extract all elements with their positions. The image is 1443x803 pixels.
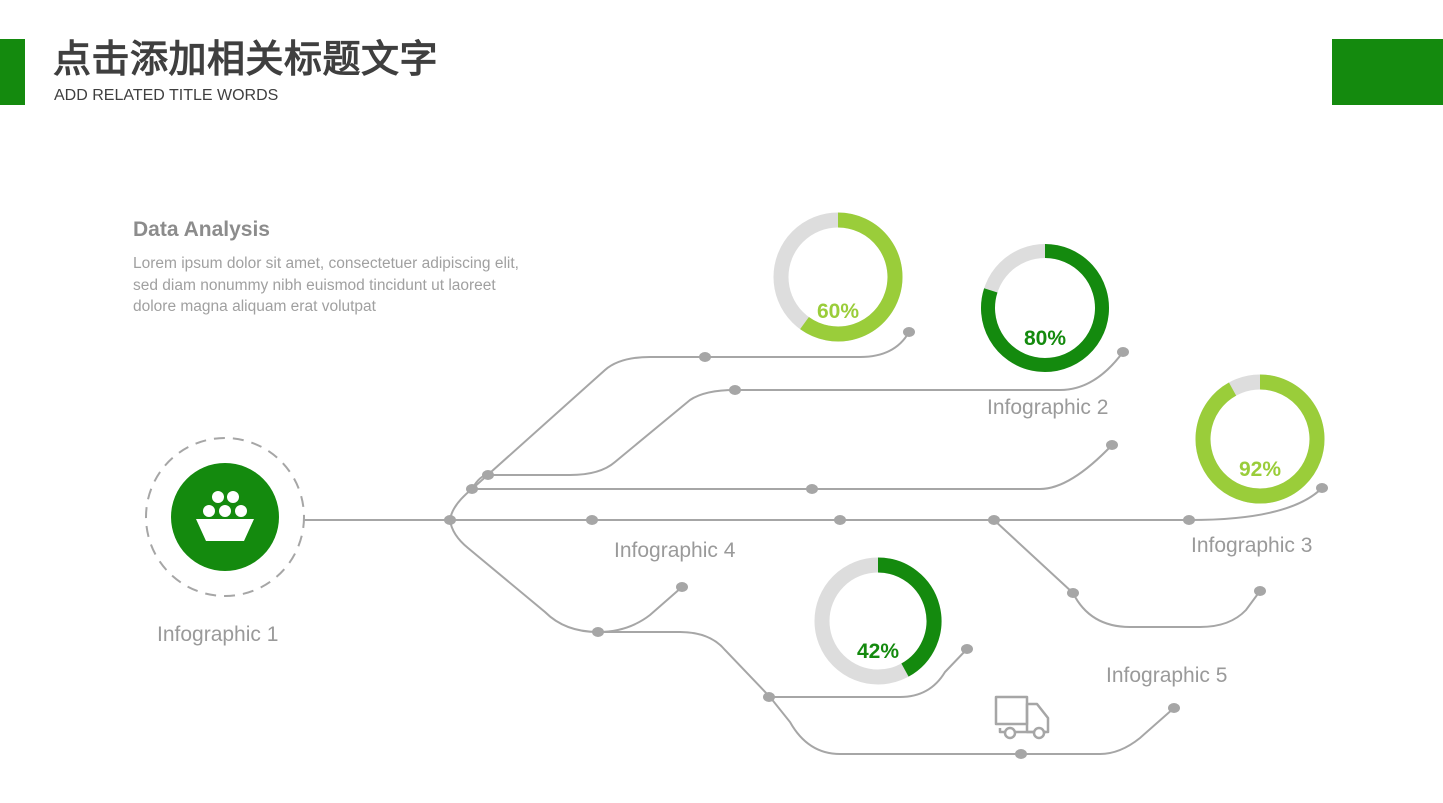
node-dot [1316, 483, 1328, 493]
ring-arc [981, 244, 1109, 372]
node-dot [586, 515, 598, 525]
data-analysis-heading: Data Analysis [133, 218, 270, 241]
infographic-5-label: Infographic 5 [1106, 664, 1228, 687]
ring-92-value: 92% [1239, 458, 1281, 481]
node-dot [699, 352, 711, 362]
ring-arc [877, 557, 942, 677]
node-dot [729, 385, 741, 395]
node-dot [806, 484, 818, 494]
node-dot [903, 327, 915, 337]
ring-60: 60% [773, 212, 903, 342]
node-dot [466, 484, 478, 494]
accent-bar-right [1332, 39, 1443, 105]
infographic-1-label: Infographic 1 [157, 623, 279, 646]
ring-42: 42% [814, 557, 942, 685]
page-subtitle: ADD RELATED TITLE WORDS [54, 87, 279, 104]
line-branch-ring42 [769, 648, 968, 698]
node-dot [1254, 586, 1266, 596]
page-title: 点击添加相关标题文字 [53, 37, 439, 81]
infographic-4-label: Infographic 4 [614, 539, 736, 562]
data-analysis-body: Lorem ipsum dolor sit amet, consectetuer… [133, 255, 519, 315]
line-branch-bottom [597, 631, 1175, 755]
node-dots [444, 327, 1328, 759]
node-dot [676, 582, 688, 592]
infographic-2-label: Infographic 2 [987, 396, 1109, 419]
node-dot [444, 515, 456, 525]
line-branch-low [449, 519, 683, 634]
ring-92: 92% [1195, 374, 1325, 504]
node-dot [482, 470, 494, 480]
infographic-3-label: Infographic 3 [1191, 534, 1313, 557]
node-dot [1168, 703, 1180, 713]
delivery-truck-icon [994, 695, 1050, 740]
line-branch-right [993, 519, 1261, 628]
line-trunk [304, 487, 1323, 521]
node-dot [961, 644, 973, 654]
ring-60-value: 60% [817, 300, 859, 323]
node-dot [1015, 749, 1027, 759]
accent-bar-left [0, 39, 25, 105]
node-dot [763, 692, 775, 702]
line-branch-third [471, 444, 1113, 490]
node-dot [1183, 515, 1195, 525]
node-dot [1117, 347, 1129, 357]
ring-42-value: 42% [857, 640, 899, 663]
basket-icon [196, 491, 254, 541]
ring-arc [1195, 374, 1325, 504]
hub-node [145, 437, 305, 597]
hub-dashed-ring [145, 437, 305, 597]
node-dot [1106, 440, 1118, 450]
node-dot [592, 627, 604, 637]
ring-80: 80% [981, 244, 1109, 372]
ring-arc [800, 212, 903, 342]
node-dot [1067, 588, 1079, 598]
node-dot [834, 515, 846, 525]
connector-lines [304, 331, 1323, 755]
line-branch-top [449, 331, 910, 521]
ring-80-value: 80% [1024, 327, 1066, 350]
node-dot [988, 515, 1000, 525]
